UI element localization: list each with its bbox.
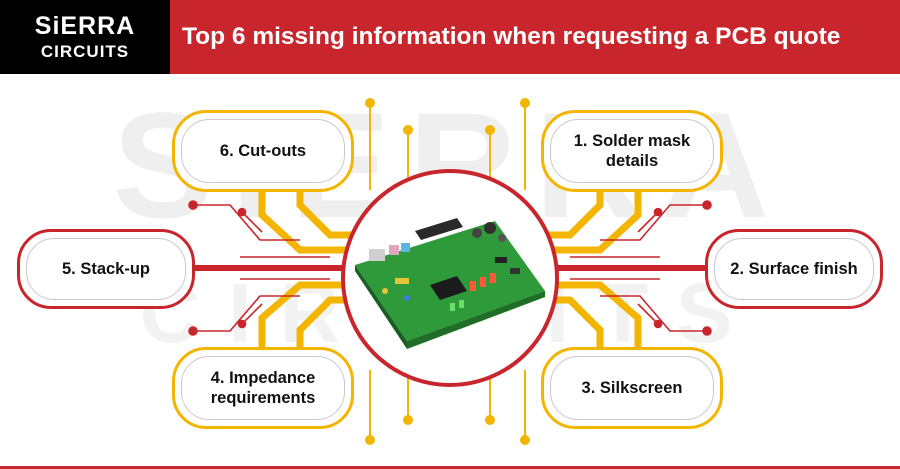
- card-stack-up: 5. Stack-up: [17, 229, 195, 309]
- card-label: 5. Stack-up: [61, 260, 151, 278]
- trace-dot: [365, 98, 375, 108]
- card-impedance: 4. Impedance requirements: [172, 347, 354, 429]
- trace-dot: [702, 200, 712, 210]
- trace-dot: [188, 200, 198, 210]
- card-label: 6. Cut-outs: [219, 142, 307, 160]
- trace-dot: [403, 415, 413, 425]
- card-label: 3. Silkscreen: [581, 379, 683, 397]
- card-cut-outs: 6. Cut-outs: [172, 110, 354, 192]
- header: SiERRA CIRCUITS Top 6 missing informatio…: [0, 0, 900, 74]
- card-label: 2. Surface finish: [730, 260, 858, 278]
- card-silkscreen: 3. Silkscreen: [541, 347, 723, 429]
- trace-dot: [653, 207, 663, 217]
- card-label: 1. Solder mask details: [573, 132, 691, 170]
- card-solder-mask: 1. Solder mask details: [541, 110, 723, 192]
- trace-dot: [237, 207, 247, 217]
- pcb-board-icon: [355, 218, 545, 349]
- card-surface-finish: 2. Surface finish: [705, 229, 883, 309]
- logo-line-sierra: SiERRA: [34, 12, 136, 40]
- logo-line-circuits: CIRCUITS: [40, 42, 130, 61]
- trace-dot: [403, 125, 413, 135]
- trace-dot: [188, 326, 198, 336]
- card-label: 4. Impedance requirements: [210, 369, 316, 407]
- trace-dot: [653, 319, 663, 329]
- trace-dot: [365, 435, 375, 445]
- pcb-image-ring: [341, 169, 559, 387]
- trace-dot: [237, 319, 247, 329]
- page-title: Top 6 missing information when requestin…: [182, 23, 841, 50]
- red-thin-traces: [188, 200, 712, 336]
- trace-dot: [520, 435, 530, 445]
- trace-dot: [520, 98, 530, 108]
- bottom-traces: [365, 370, 530, 445]
- title-bar: Top 6 missing information when requestin…: [170, 0, 900, 74]
- trace-dot: [485, 125, 495, 135]
- trace-dot: [485, 415, 495, 425]
- logo: SiERRA CIRCUITS: [0, 0, 170, 74]
- footer-bar: [0, 466, 900, 469]
- trace-dot: [702, 326, 712, 336]
